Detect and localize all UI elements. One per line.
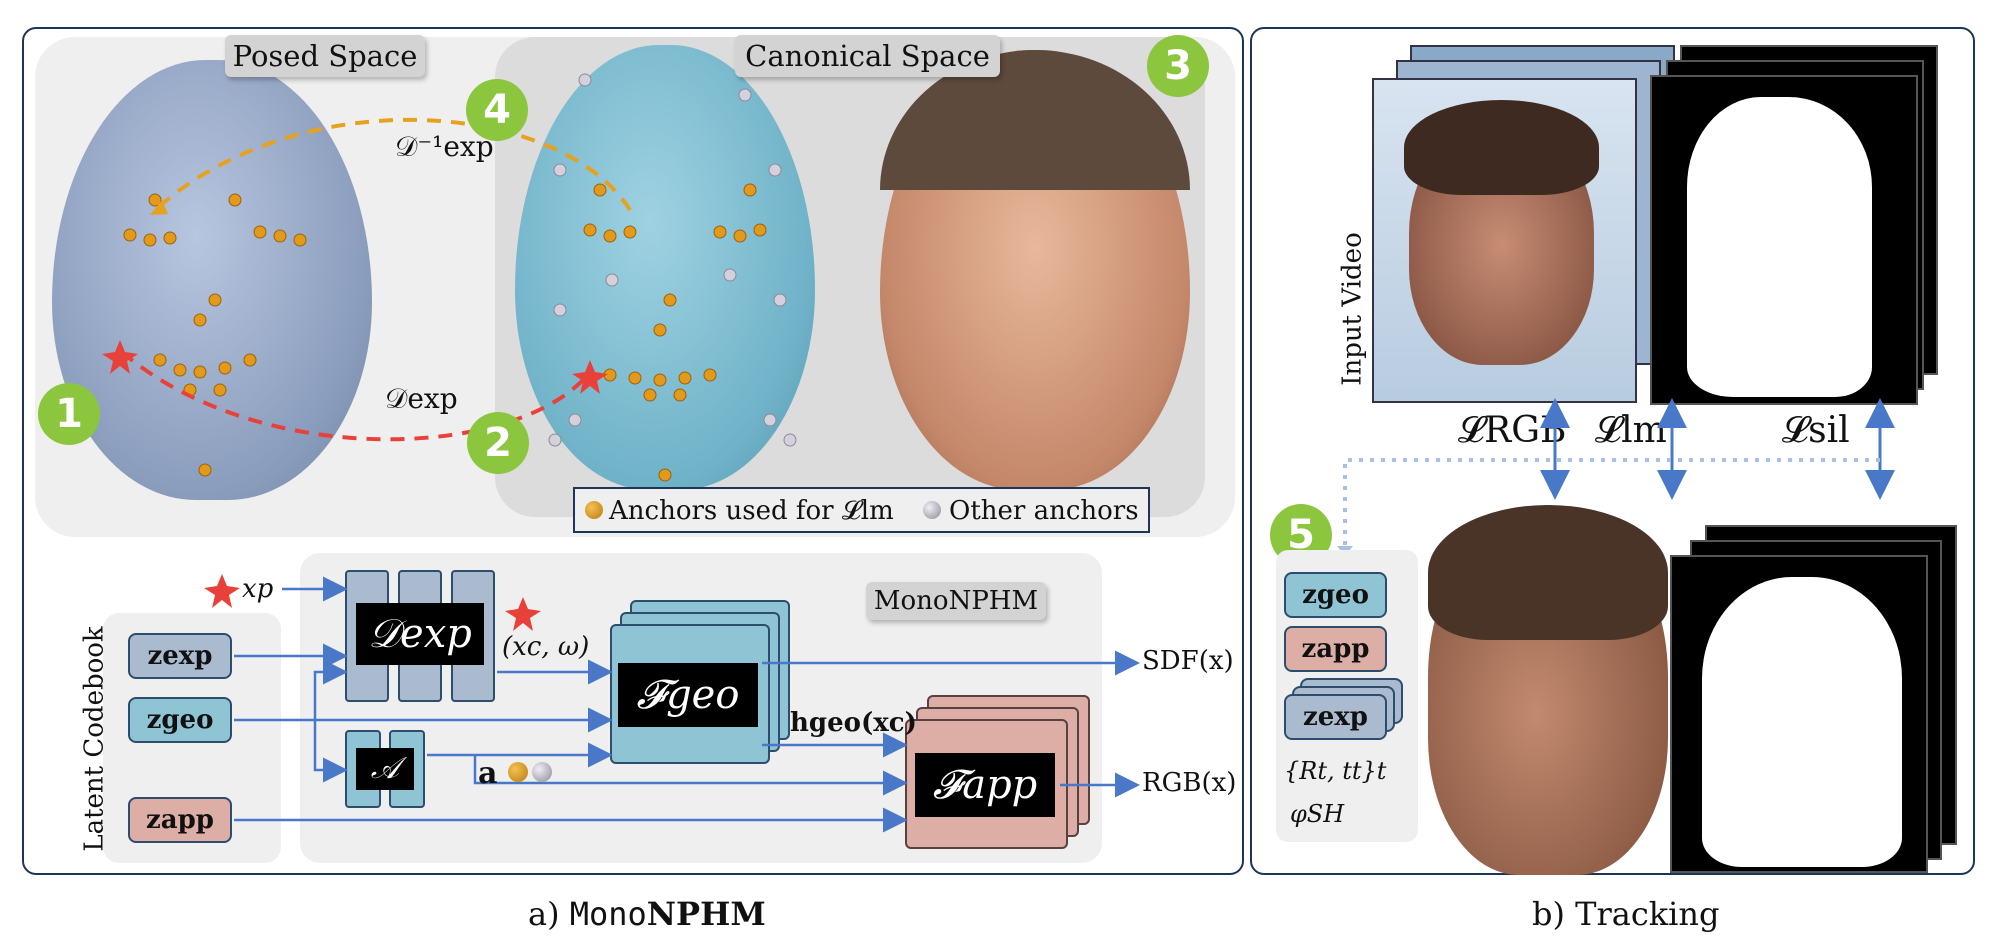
pose-params-label: {Rt, tt}t: [1284, 757, 1387, 785]
fgeo-block: 𝓕geo: [618, 663, 758, 727]
caption-monophm: a) MonoNPHM: [528, 895, 766, 933]
rendered-silhouette: [1670, 555, 1928, 873]
latent-zgeo: zgeo: [128, 697, 232, 743]
loss-sil-label: 𝓛sil: [1782, 410, 1850, 451]
latent-zapp: zapp: [128, 797, 232, 843]
xc-omega-label: (xc, ω): [502, 632, 590, 662]
rgb-output-label: RGB(x): [1142, 768, 1237, 798]
fapp-block: 𝓕app: [915, 753, 1055, 817]
query-point-star-canonical: [572, 360, 608, 394]
sh-params-label: φSH: [1290, 800, 1345, 828]
step-badge-1: 1: [38, 383, 100, 445]
query-point-star-posed: [102, 340, 138, 374]
legend-other-anchors: Other anchors: [949, 496, 1139, 526]
silhouette-mask: [1687, 97, 1872, 397]
input-video-frame: [1372, 78, 1637, 403]
forward-deformation-arc: [120, 350, 592, 442]
tracking-latent-zexp: zexp: [1284, 694, 1387, 740]
step-badge-2: 2: [467, 412, 529, 474]
posed-face-mesh: [52, 60, 372, 500]
latent-zexp: zexp: [128, 633, 232, 679]
other-anchor-dot-icon: [923, 501, 941, 519]
monophm-label: MonoNPHM: [866, 582, 1046, 620]
inverse-deformation-arc: [153, 117, 632, 212]
xp-star: [204, 574, 240, 608]
caption-tracking: b) Tracking: [1532, 895, 1720, 933]
caption-a-prefix: a): [528, 895, 570, 933]
xp-label: xp: [242, 574, 274, 604]
gradient-feedback-path: [1343, 458, 1880, 548]
posed-space-label: Posed Space: [225, 35, 425, 77]
step-badge-3: 3: [1147, 35, 1209, 97]
tracking-latent-zapp: zapp: [1284, 626, 1387, 672]
dexp-block: 𝒟exp: [356, 603, 484, 665]
anchor-points-overlay: [123, 73, 797, 482]
anchor-legend: Anchors used for 𝓛lm Other anchors: [573, 487, 1150, 533]
rendered-face-hair: [1428, 505, 1668, 640]
tracked-face-hair: [1404, 100, 1599, 195]
step-badge-4: 4: [466, 79, 528, 141]
tracking-latent-zgeo: zgeo: [1284, 572, 1387, 618]
anchor-used-dot-icon-small: [508, 762, 528, 782]
hgeo-label: hgeo(xc): [790, 708, 917, 738]
loss-lm-label: 𝓛lm: [1595, 410, 1667, 451]
legend-anchors-used: Anchors used for 𝓛lm: [609, 496, 894, 526]
canonical-space-label: Canonical Space: [735, 35, 1000, 77]
caption-a-mono: Mono: [569, 895, 647, 933]
inverse-deformation-label: 𝒟⁻¹exp: [395, 130, 494, 163]
xc-star: [505, 597, 541, 631]
anchor-network-block: 𝒜: [356, 748, 414, 790]
other-anchor-dot-icon-small: [532, 762, 552, 782]
network-arrows: [204, 574, 1140, 833]
caption-a-bold: NPHM: [646, 895, 766, 933]
silhouette-frame: [1650, 75, 1918, 405]
sdf-output-label: SDF(x): [1142, 646, 1234, 676]
canonical-face-mesh: [515, 45, 815, 490]
rendered-silhouette-mask: [1702, 577, 1902, 867]
anchor-vector-label: a: [478, 756, 498, 791]
deformation-label: 𝒟exp: [385, 382, 458, 415]
anchor-used-dot-icon: [585, 501, 603, 519]
deformation-arcs: [102, 117, 632, 442]
